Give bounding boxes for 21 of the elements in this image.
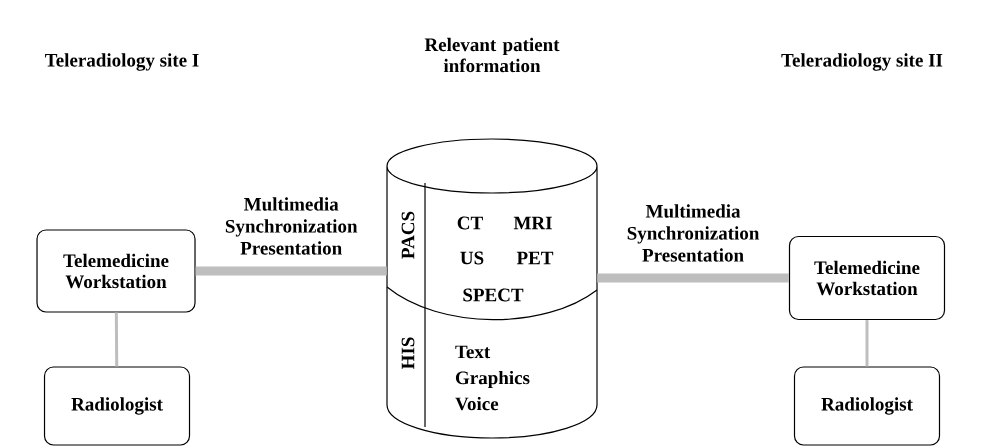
data-list: Text Graphics Voice: [455, 345, 530, 411]
section-label: PACS: [401, 211, 415, 259]
edge-label: Multimedia Synchronization Presentation: [627, 204, 760, 262]
process-box: Telemedicine Workstation: [36, 229, 196, 313]
modality-label: PET: [516, 251, 554, 265]
process-box: Telemedicine Workstation: [788, 235, 946, 321]
process-box: Radiologist: [793, 366, 941, 446]
site-title: Teleradiology site II: [781, 53, 943, 71]
modality-label: CT: [457, 216, 483, 230]
connector-line: [597, 273, 789, 283]
connector-line: [865, 320, 869, 367]
modality-label: SPECT: [463, 288, 524, 302]
modality-label: MRI: [513, 216, 552, 230]
connector-line: [195, 266, 387, 276]
connector-line: [114, 312, 119, 367]
heading: Relevant patient information: [424, 37, 560, 73]
section-label: HIS: [401, 337, 415, 370]
edge-label: Multimedia Synchronization Presentation: [225, 197, 358, 255]
site-title: Teleradiology site I: [45, 53, 199, 71]
process-box: Radiologist: [43, 366, 191, 446]
modality-label: US: [460, 251, 484, 265]
